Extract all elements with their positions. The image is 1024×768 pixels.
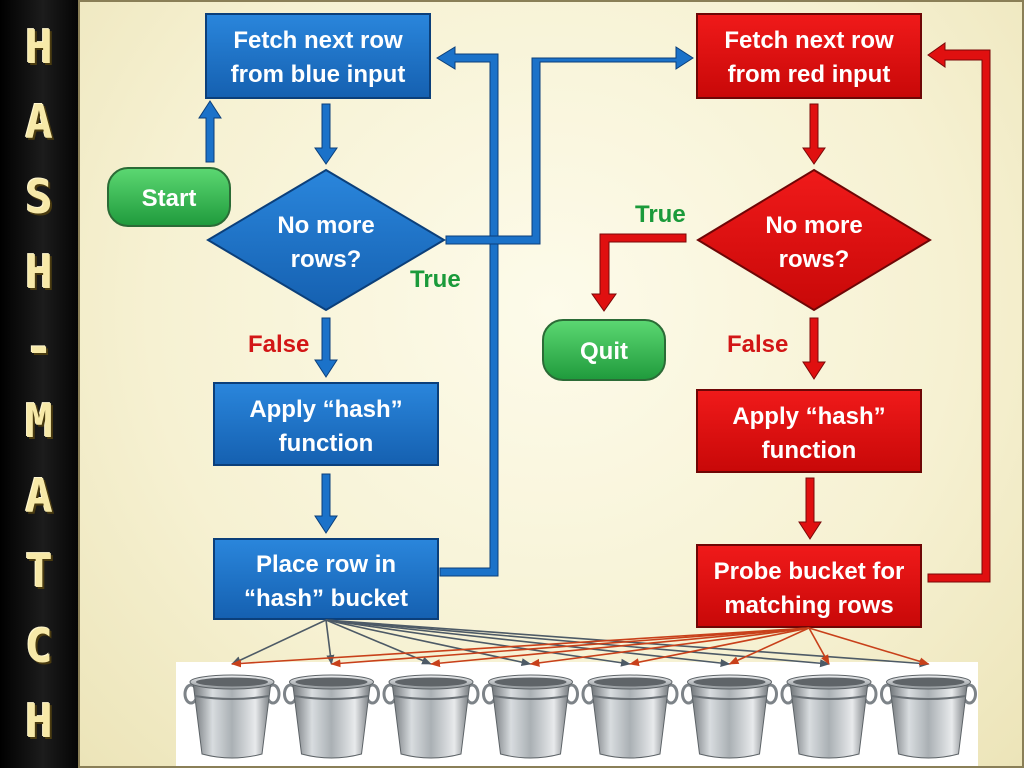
bucket-icon: [681, 674, 778, 759]
blue-connectors: [198, 46, 694, 577]
arrow-probe-loop-to-fetch: [927, 42, 991, 583]
arrow-red-fetch-to-decision: [802, 103, 826, 165]
red-apply-box: Apply “hash” function: [696, 389, 922, 473]
blue-fetch-line-1: Fetch next row: [233, 27, 403, 54]
blue-fan-arrow: [325, 619, 532, 667]
blue-true-label: True: [410, 266, 461, 293]
blue-decision-line-2: rows?: [291, 246, 362, 273]
red-fan-arrow: [330, 627, 810, 668]
blue-apply-line-1: Apply “hash”: [249, 396, 402, 423]
blue-fan-arrow: [325, 619, 631, 667]
red-fetch-line-2: from red input: [728, 61, 891, 88]
blue-fan-arrow: [325, 619, 335, 665]
bucket-icon: [581, 674, 679, 759]
red-fan-arrow: [808, 627, 830, 665]
blue-place-line-2: “hash” bucket: [244, 585, 408, 612]
red-probe-line-2: matching rows: [724, 592, 893, 619]
bucket-icon: [382, 674, 480, 759]
sidebar-letter: -: [25, 319, 53, 374]
arrow-start-to-fetch: [198, 100, 222, 163]
sidebar-letter: H: [25, 693, 53, 748]
arrow-red-apply-to-probe: [798, 477, 822, 540]
red-fan-arrow: [808, 627, 930, 666]
bucket-icon: [780, 674, 878, 759]
red-fan-arrow: [231, 627, 810, 668]
start-label: Start: [142, 185, 197, 212]
arrow-apply-to-place: [314, 473, 338, 534]
blue-decision: No more rows?: [206, 168, 446, 312]
bucket-icon: [880, 674, 977, 759]
red-true-label: True: [635, 201, 686, 228]
blue-fan-arrow: [325, 619, 731, 668]
arrow-blue-true-to-red-fetch: [445, 46, 694, 245]
blue-fetch-box: Fetch next row from blue input: [205, 13, 431, 99]
arrow-red-true-to-quit: [591, 233, 687, 312]
blue-apply-line-2: function: [279, 430, 374, 457]
red-apply-line-2: function: [762, 437, 857, 464]
bucket-icon: [283, 674, 380, 759]
sidebar-letter: A: [25, 94, 53, 149]
red-false-label: False: [727, 331, 788, 358]
sidebar-title: H A S H - M A T C H: [0, 0, 78, 768]
sidebar-letter: S: [25, 169, 53, 224]
red-fan-arrow: [728, 627, 810, 665]
blue-fetch-line-2: from blue input: [231, 61, 406, 88]
red-fan-arrow: [430, 627, 810, 668]
bucket-icon: [482, 674, 579, 759]
arrow-fetch-to-decision: [314, 103, 338, 165]
bucket-row: [183, 674, 977, 759]
red-fan-arrow: [629, 627, 810, 667]
blue-decision-line-1: No more: [277, 212, 374, 239]
blue-place-box: Place row in “hash” bucket: [213, 538, 439, 620]
bucket-fan-arrows: [231, 619, 930, 668]
arrow-red-decision-to-apply: [802, 317, 826, 380]
quit-terminal: Quit: [542, 319, 666, 381]
sidebar-letter: M: [25, 394, 53, 449]
red-fetch-box: Fetch next row from red input: [696, 13, 922, 99]
blue-apply-box: Apply “hash” function: [213, 382, 439, 466]
arrow-place-loop-to-fetch: [436, 46, 499, 577]
arrow-decision-to-apply: [314, 317, 338, 378]
red-decision-line-2: rows?: [779, 246, 850, 273]
sidebar-letter: T: [25, 544, 53, 599]
blue-fan-arrow: [325, 619, 432, 665]
blue-fan-arrow: [231, 619, 327, 665]
red-probe-box: Probe bucket for matching rows: [696, 544, 922, 628]
bucket-icon: [183, 674, 281, 759]
sidebar-letter: H: [25, 244, 53, 299]
sidebar-letter: A: [25, 469, 53, 524]
blue-place-line-1: Place row in: [256, 551, 396, 578]
red-decision: No more rows?: [696, 168, 932, 312]
red-probe-line-1: Probe bucket for: [714, 558, 905, 585]
red-fan-arrow: [529, 627, 810, 667]
blue-false-label: False: [248, 331, 309, 358]
red-fetch-line-1: Fetch next row: [724, 27, 894, 54]
start-terminal: Start: [107, 167, 231, 227]
red-apply-line-1: Apply “hash”: [732, 403, 885, 430]
quit-label: Quit: [580, 338, 628, 365]
sidebar-letter: H: [25, 20, 53, 74]
red-decision-line-1: No more: [765, 212, 862, 239]
sidebar-letter: C: [25, 619, 53, 673]
red-connectors: [591, 42, 991, 583]
